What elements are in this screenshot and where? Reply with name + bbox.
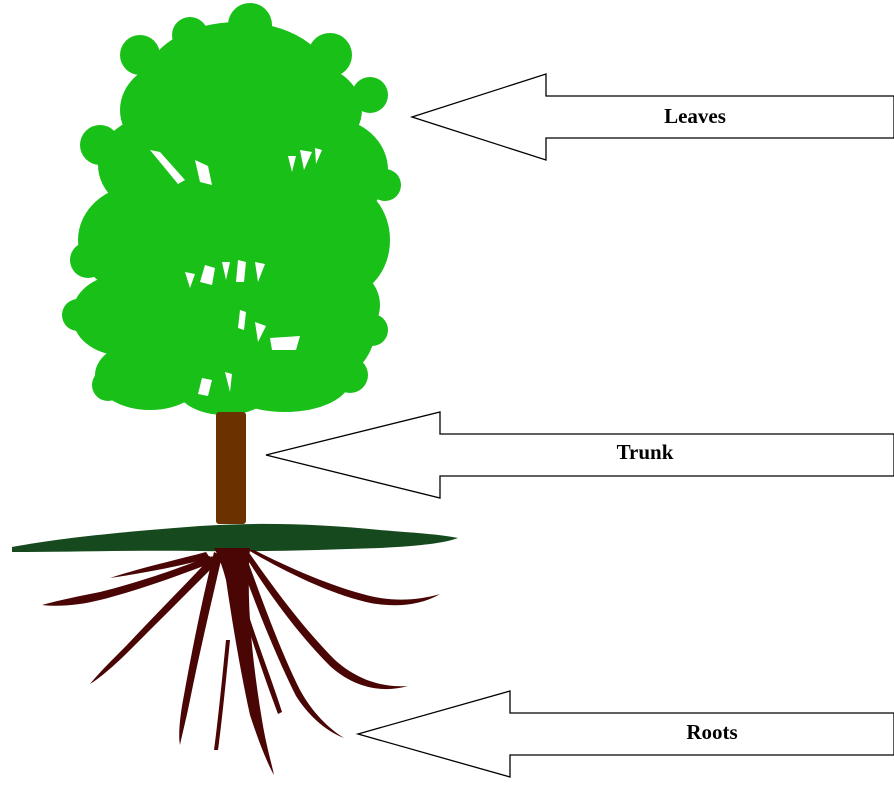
ground-strip [12,524,458,552]
leaves-label: Leaves [664,104,726,128]
roots-label: Roots [686,720,737,744]
trunk-arrow: Trunk [266,412,894,498]
tree-icon [12,3,458,775]
roots-arrow: Roots [358,691,894,777]
left-arrow-icon [358,691,894,777]
left-arrow-icon [412,74,894,160]
left-arrow-icon [266,412,894,498]
trunk-label: Trunk [617,440,674,464]
leaves-arrow: Leaves [412,74,894,160]
tree-foliage [62,3,401,415]
tree-trunk [216,412,246,524]
